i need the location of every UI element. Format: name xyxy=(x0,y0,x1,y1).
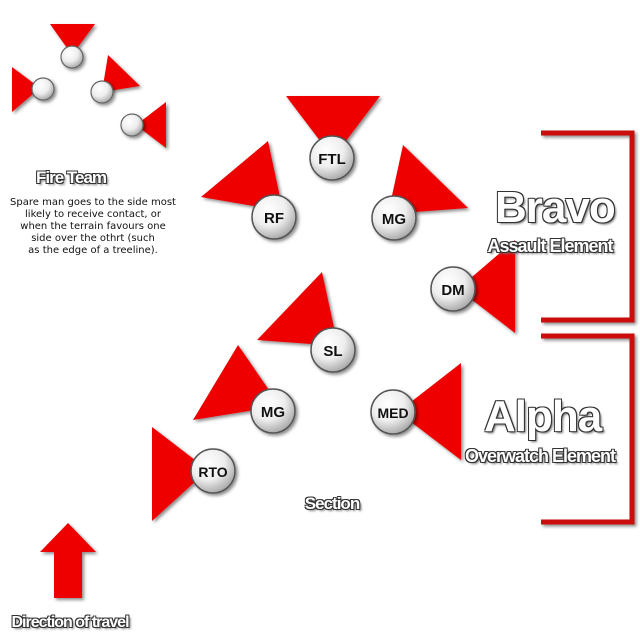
member-ftl: FTL xyxy=(286,96,380,181)
member-rto: RTO xyxy=(152,427,236,521)
member-med: MED xyxy=(370,363,461,460)
mini-marker-top xyxy=(50,24,95,69)
fire-team-note-line: Spare man goes to the side most xyxy=(10,197,176,208)
fire-team-note-line: side over the othrt (such xyxy=(31,233,155,244)
member-label-rto: RTO xyxy=(198,464,227,480)
member-mg-alpha: MG xyxy=(193,345,296,434)
member-label-mg-bravo: MG xyxy=(382,211,406,228)
bravo-title: Bravo xyxy=(495,183,616,232)
alpha-element: SL MG MED RTO xyxy=(152,272,461,521)
alpha-bracket-icon xyxy=(541,333,635,525)
member-rf: RF xyxy=(201,141,297,240)
mini-marker-left xyxy=(12,67,55,112)
alpha-subtitle: Overwatch Element xyxy=(464,446,616,466)
bravo-subtitle: Assault Element xyxy=(487,236,613,256)
member-label-ftl: FTL xyxy=(318,151,346,168)
fire-team-title: Fire Team xyxy=(35,168,107,187)
mini-marker-spare xyxy=(120,102,166,148)
mini-marker-right xyxy=(90,55,140,104)
fire-team-note-line: when the terrain favours one xyxy=(20,221,166,232)
member-label-mg-alpha: MG xyxy=(261,404,285,421)
member-sl: SL xyxy=(257,272,356,373)
alpha-title: Alpha xyxy=(484,392,602,441)
fire-team-note-line: as the edge of a treeline). xyxy=(28,245,158,256)
fire-team-note-line: likely to receive contact, or xyxy=(25,209,161,220)
member-mg-bravo: MG xyxy=(371,145,468,241)
fire-team-mini-diagram xyxy=(12,24,166,148)
bravo-element: FTL RF MG DM xyxy=(201,96,515,333)
section-label: Section xyxy=(304,494,360,513)
direction-of-travel-label: Direction of travel xyxy=(11,614,129,631)
up-arrow-icon xyxy=(40,523,96,598)
member-dm: DM xyxy=(430,240,515,333)
member-label-med: MED xyxy=(377,405,408,421)
fire-team-note: Spare man goes to the side most likely t… xyxy=(2,197,184,257)
member-label-dm: DM xyxy=(441,282,464,299)
member-label-sl: SL xyxy=(323,343,342,360)
bravo-bracket-icon xyxy=(541,130,635,323)
member-label-rf: RF xyxy=(264,210,284,227)
